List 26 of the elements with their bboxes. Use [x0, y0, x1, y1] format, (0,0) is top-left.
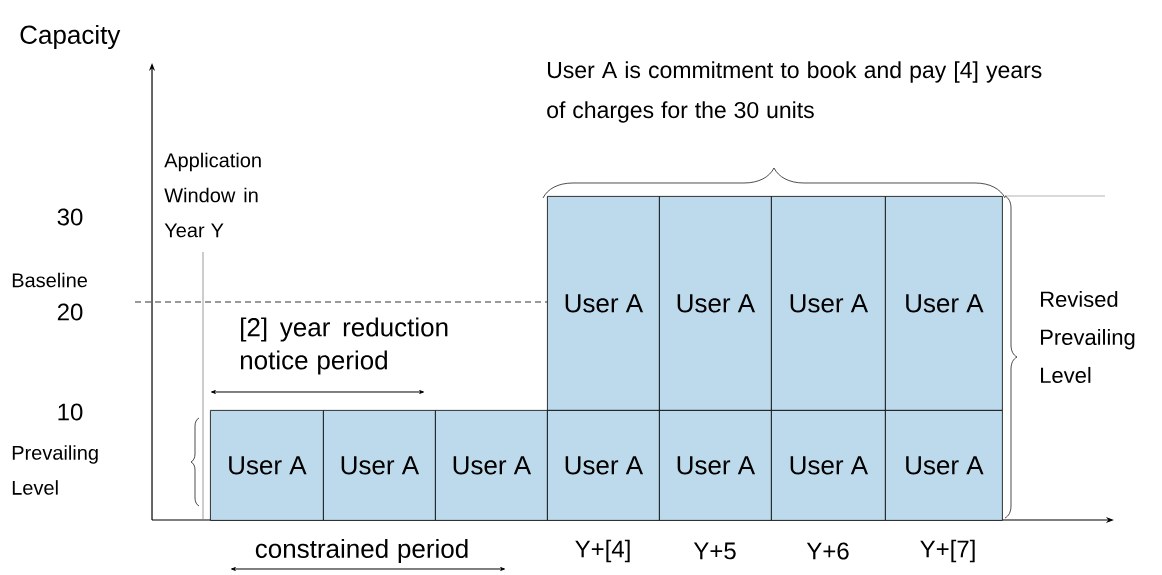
year-label: Y+[4]: [575, 539, 630, 563]
user-box: User A: [659, 196, 772, 411]
level-label: Revised Prevailing Level: [1041, 290, 1135, 384]
user-box: User A: [885, 196, 1003, 411]
user-box: User A: [210, 410, 324, 521]
annotation-text: Application Window in Year Y: [164, 152, 261, 238]
period-label: constrained period: [255, 538, 468, 564]
tick-label: 20: [57, 303, 83, 321]
year-label: Y+[7]: [920, 539, 975, 563]
year-label: Y+5: [693, 542, 736, 560]
tick-label: 10: [58, 403, 83, 421]
user-box: User A: [323, 410, 436, 521]
user-box: User A: [659, 410, 772, 521]
user-box: User A: [547, 410, 660, 521]
year-label: Y+6: [806, 542, 849, 560]
level-label: Baseline: [12, 272, 87, 288]
user-box: User A: [547, 196, 660, 411]
annotation-text: User A is commitment to book and pay [4] years of charges for the 30 units: [547, 61, 1042, 123]
axis-title: Capacity: [20, 24, 121, 50]
annotation-text: [2] year reduction notice period: [240, 317, 448, 375]
user-box: User A: [771, 410, 886, 521]
tick-label: 30: [57, 208, 83, 226]
user-box: User A: [771, 196, 886, 411]
user-box: User A: [885, 410, 1003, 521]
user-box: User A: [435, 410, 548, 521]
level-label: Prevailing Level: [12, 445, 98, 495]
